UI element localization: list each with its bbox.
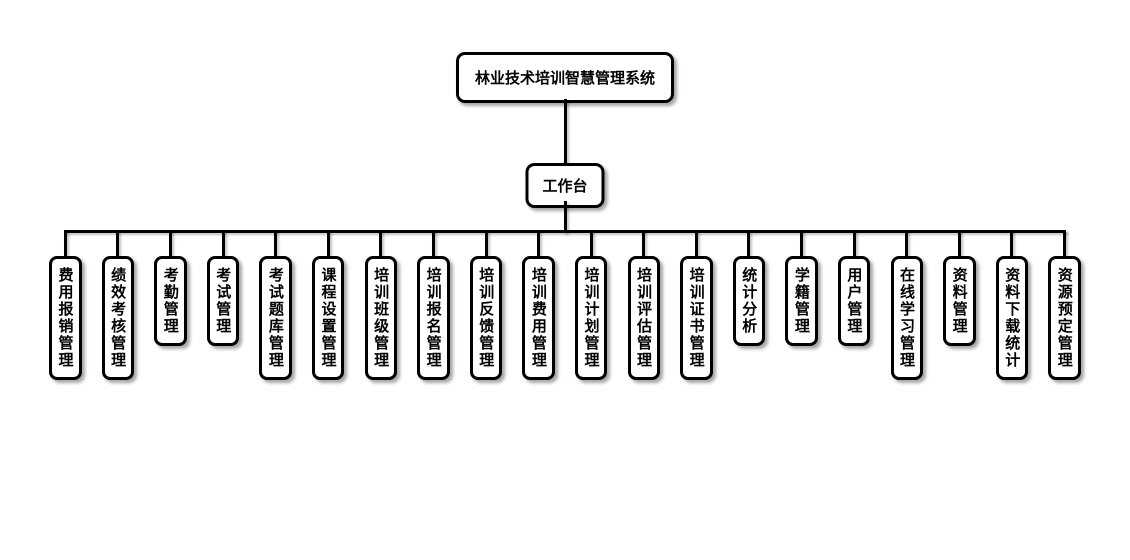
connector-stub: [694, 230, 698, 256]
org-branch: 考试题库管理: [259, 230, 292, 380]
connector-stub: [431, 230, 435, 256]
org-node: 统计分析: [732, 256, 766, 346]
children-row: 费用报销管理绩效考核管理考勤管理考试管理考试题库管理课程设置管理培训班级管理培训…: [49, 230, 1081, 380]
branch-horizontal-line: [64, 230, 1066, 233]
org-node: 培训班级管理: [364, 256, 398, 380]
connector-stub: [800, 230, 804, 256]
connector-workbench-to-branch: [563, 201, 567, 233]
org-branch: 资料下载统计: [995, 230, 1029, 380]
org-branch: 培训评估管理: [627, 230, 661, 380]
connector-stub: [589, 230, 593, 256]
org-node: 资料下载统计: [995, 256, 1029, 380]
connector-stub: [221, 230, 225, 256]
org-node: 资源预定管理: [1048, 256, 1081, 380]
connector-stub: [852, 230, 856, 256]
connector-stub: [379, 230, 383, 256]
org-branch: 课程设置管理: [311, 230, 345, 380]
org-branch: 资料管理: [943, 230, 976, 346]
connector-stub: [326, 230, 330, 256]
connector-stub: [747, 230, 751, 256]
connector-stub: [484, 230, 488, 256]
org-node: 培训报名管理: [417, 256, 450, 380]
connector-stub: [274, 230, 278, 256]
org-node: 培训反馈管理: [469, 256, 503, 380]
org-branch: 费用报销管理: [49, 230, 82, 380]
workbench-node: 工作台: [525, 163, 605, 208]
org-node: 考试管理: [206, 256, 240, 346]
org-branch: 培训反馈管理: [469, 230, 503, 380]
org-branch: 培训计划管理: [574, 230, 608, 380]
org-node: 资料管理: [943, 256, 976, 346]
connector-stub: [116, 230, 120, 256]
org-branch: 培训报名管理: [417, 230, 450, 380]
connector-stub: [905, 230, 909, 256]
connector-stub: [168, 230, 172, 256]
org-node: 考试题库管理: [259, 256, 292, 380]
org-branch: 考勤管理: [154, 230, 187, 346]
connector-stub: [537, 230, 541, 256]
org-node: 在线学习管理: [890, 256, 923, 380]
connector-root-to-workbench: [563, 99, 567, 165]
connector-stub: [642, 230, 646, 256]
org-branch: 培训证书管理: [680, 230, 713, 380]
org-branch: 统计分析: [732, 230, 766, 346]
org-node: 考勤管理: [154, 256, 187, 346]
org-branch: 培训班级管理: [364, 230, 398, 380]
connector-stub: [63, 230, 67, 256]
root-node: 林业技术培训智慧管理系统: [455, 52, 675, 103]
connector-stub: [1010, 230, 1014, 256]
org-branch: 用户管理: [837, 230, 871, 346]
org-branch: 绩效考核管理: [101, 230, 135, 380]
org-node: 培训计划管理: [574, 256, 608, 380]
org-node: 培训评估管理: [627, 256, 661, 380]
org-branch: 学籍管理: [785, 230, 818, 346]
org-node: 培训证书管理: [680, 256, 713, 380]
org-node: 用户管理: [837, 256, 871, 346]
connector-stub: [957, 230, 961, 256]
org-branch: 资源预定管理: [1048, 230, 1081, 380]
org-node: 培训费用管理: [522, 256, 555, 380]
org-branch: 培训费用管理: [522, 230, 555, 380]
org-node: 课程设置管理: [311, 256, 345, 380]
org-branch: 考试管理: [206, 230, 240, 346]
org-node: 费用报销管理: [49, 256, 82, 380]
org-node: 绩效考核管理: [101, 256, 135, 380]
org-branch: 在线学习管理: [890, 230, 923, 380]
connector-stub: [1063, 230, 1067, 256]
org-node: 学籍管理: [785, 256, 818, 346]
